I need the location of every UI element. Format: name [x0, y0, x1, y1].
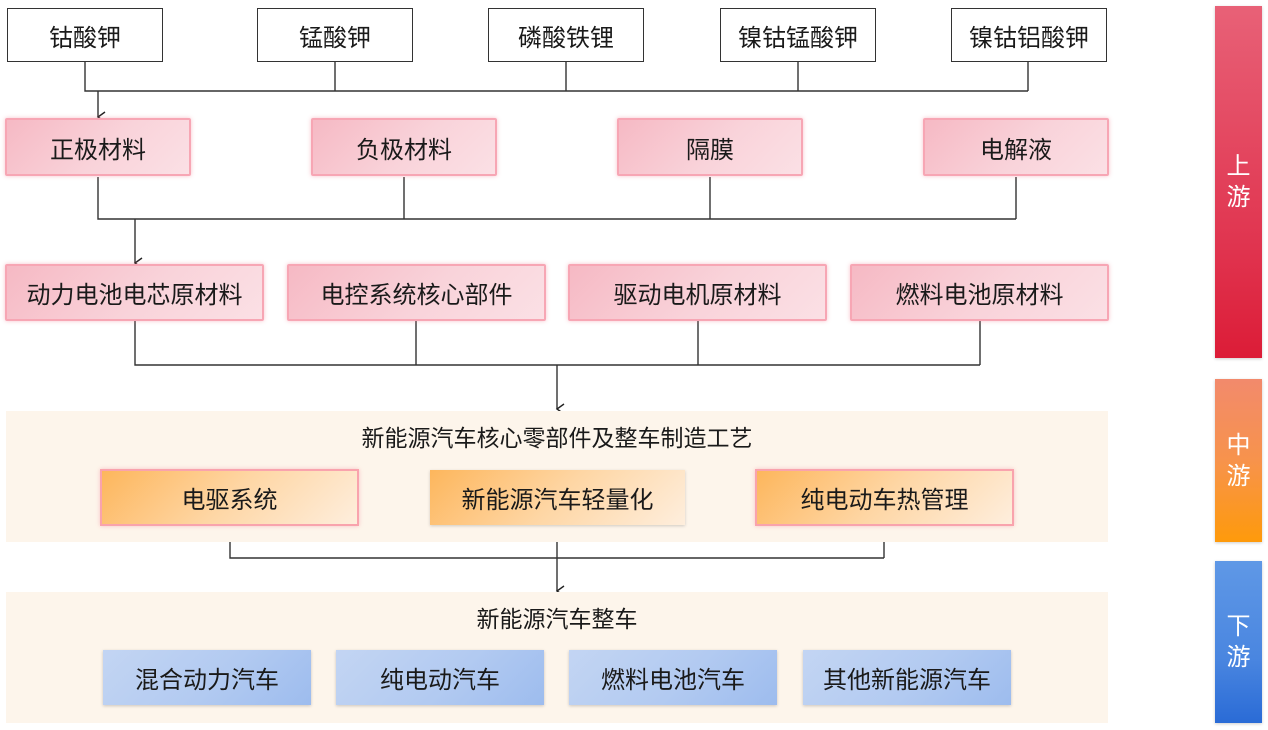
raw-material-label: 磷酸铁锂 [518, 23, 614, 52]
core-material-box: 电控系统核心部件 [287, 264, 546, 321]
stage-label: 中 [1226, 430, 1251, 459]
core-material-box: 驱动电机原材料 [568, 264, 827, 321]
battery-material-box: 正极材料 [5, 118, 191, 176]
battery-material-label: 正极材料 [50, 135, 146, 164]
connector-core-materials [134, 320, 981, 366]
midstream-title: 新能源汽车核心零部件及整车制造工艺 [6, 418, 1108, 454]
core-material-box: 燃料电池原材料 [850, 264, 1109, 321]
stage-label: 上 [1226, 152, 1251, 180]
midstream-stage-bar: 中 游 [1215, 379, 1262, 542]
downstream-item-box: 混合动力汽车 [103, 650, 311, 705]
downstream-item-label: 燃料电池汽车 [601, 666, 745, 694]
downstream-item-box: 纯电动汽车 [336, 650, 544, 705]
battery-material-label: 负极材料 [356, 135, 452, 164]
battery-material-label: 隔膜 [686, 135, 734, 164]
raw-material-box: 钴酸钾 [7, 8, 163, 62]
midstream-title-text: 新能源汽车核心零部件及整车制造工艺 [361, 426, 753, 452]
stage-label: 下 [1226, 612, 1251, 640]
connector-battery-materials [97, 177, 1017, 220]
downstream-stage-bar: 下 游 [1215, 561, 1262, 723]
raw-material-label: 镍钴锰酸钾 [738, 23, 858, 52]
raw-material-box: 镍钴锰酸钾 [720, 8, 876, 62]
stage-label: 游 [1226, 643, 1251, 671]
raw-material-box: 镍钴铝酸钾 [951, 8, 1107, 62]
downstream-item-label: 其他新能源汽车 [823, 666, 991, 694]
downstream-item-label: 混合动力汽车 [135, 666, 279, 694]
downstream-item-box: 其他新能源汽车 [803, 650, 1011, 705]
downstream-item-box: 燃料电池汽车 [569, 650, 777, 705]
midstream-item-label: 新能源汽车轻量化 [461, 486, 654, 514]
downstream-title-text: 新能源汽车整车 [476, 607, 638, 633]
core-material-label: 电控系统核心部件 [320, 281, 513, 309]
raw-material-box: 磷酸铁锂 [488, 8, 644, 62]
connector-raw-materials [84, 62, 1029, 92]
downstream-title: 新能源汽车整车 [6, 599, 1108, 635]
stage-label: 游 [1226, 183, 1251, 211]
midstream-item-box: 电驱系统 [100, 469, 359, 526]
midstream-item-label: 纯电动车热管理 [800, 486, 969, 514]
battery-material-box: 隔膜 [617, 118, 803, 176]
midstream-item-box: 纯电动车热管理 [755, 469, 1014, 526]
raw-material-label: 锰酸钾 [299, 23, 371, 52]
battery-material-box: 电解液 [923, 118, 1109, 176]
raw-material-label: 钴酸钾 [49, 23, 121, 52]
core-material-label: 动力电池电芯原材料 [26, 281, 243, 309]
midstream-item-box: 新能源汽车轻量化 [430, 470, 685, 525]
battery-material-label: 电解液 [980, 135, 1052, 164]
downstream-item-label: 纯电动汽车 [380, 666, 500, 694]
upstream-stage-bar: 上 游 [1215, 6, 1262, 358]
midstream-item-label: 电驱系统 [181, 486, 278, 514]
core-material-box: 动力电池电芯原材料 [5, 264, 264, 321]
raw-material-label: 镍钴铝酸钾 [969, 23, 1089, 52]
battery-material-box: 负极材料 [311, 118, 497, 176]
core-material-label: 驱动电机原材料 [613, 281, 782, 309]
raw-material-box: 锰酸钾 [257, 8, 413, 62]
stage-label: 游 [1226, 461, 1251, 490]
core-material-label: 燃料电池原材料 [895, 281, 1064, 309]
